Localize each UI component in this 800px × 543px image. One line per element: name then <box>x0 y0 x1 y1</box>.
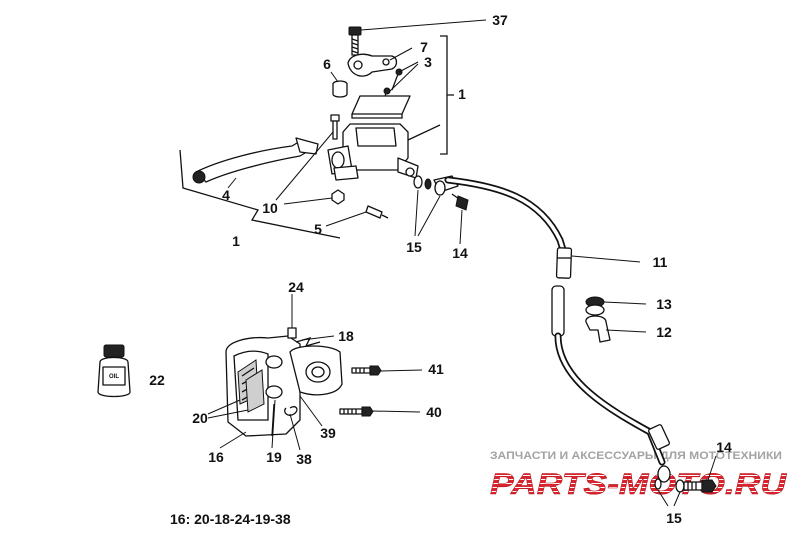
bolt-37 <box>348 26 362 56</box>
group-bracket-1 <box>440 35 454 155</box>
reservoir-lid <box>351 95 411 119</box>
callout-24: 24 <box>288 279 304 295</box>
callout-7: 7 <box>420 39 428 55</box>
master-cylinder-assembly <box>179 26 469 239</box>
watermark-logo: PARTS-MOTO.RU <box>490 468 788 501</box>
bottle-label: OIL <box>109 374 119 380</box>
callout-37: 37 <box>492 12 508 28</box>
callout-40: 40 <box>426 404 442 420</box>
callout-14-lower: 14 <box>716 439 732 455</box>
callout-3: 3 <box>424 54 432 70</box>
callout-16: 16 <box>208 449 224 465</box>
caliper-bolt-41 <box>351 365 382 376</box>
callout-4: 4 <box>222 187 230 203</box>
callout-19: 19 <box>266 449 282 465</box>
watermark: ЗАПЧАСТИ И АКСЕССУАРЫ ДЛЯ МОТОТЕХНИКИ PA… <box>490 450 788 501</box>
callout-18: 18 <box>338 328 354 344</box>
caliper-assembly <box>225 327 343 437</box>
caliper-bolt-40 <box>339 406 374 417</box>
kit-composition-note: 16: 20-18-24-19-38 <box>170 511 291 527</box>
callout-14-upper: 14 <box>452 245 468 261</box>
callout-20: 20 <box>192 410 208 426</box>
watermark-caption: ЗАПЧАСТИ И АКСЕССУАРЫ ДЛЯ МОТОТЕХНИКИ <box>490 450 782 462</box>
callout-11: 11 <box>653 254 668 270</box>
callout-41: 41 <box>428 361 444 377</box>
brake-lever-4 <box>192 137 319 184</box>
callout-1-top: 1 <box>458 86 466 102</box>
group-bracket-1-lower <box>179 149 341 239</box>
brake-hose-11 <box>444 176 670 466</box>
callout-38: 38 <box>296 451 312 467</box>
brake-fluid-bottle-22: OIL <box>97 344 131 398</box>
callout-12: 12 <box>656 324 672 340</box>
callout-15-lower: 15 <box>666 510 682 526</box>
reservoir-body <box>342 123 441 179</box>
callout-22: 22 <box>149 372 165 388</box>
leader-lines <box>207 19 717 507</box>
brake-switch-5 <box>365 205 389 219</box>
hose-clip-12-13 <box>585 296 611 343</box>
handlebar-clamp <box>327 145 359 181</box>
lower-banjo-fitting <box>654 465 717 493</box>
cap-6 <box>332 80 348 98</box>
clamp-7 <box>347 53 398 77</box>
callout-6: 6 <box>323 56 331 72</box>
callout-13: 13 <box>656 296 672 312</box>
callout-5: 5 <box>314 221 322 237</box>
callout-39: 39 <box>320 425 336 441</box>
callout-10: 10 <box>262 200 278 216</box>
bolts-10 <box>330 114 345 205</box>
callout-15-upper: 15 <box>406 239 422 255</box>
callout-1-bottom: 1 <box>232 233 240 249</box>
